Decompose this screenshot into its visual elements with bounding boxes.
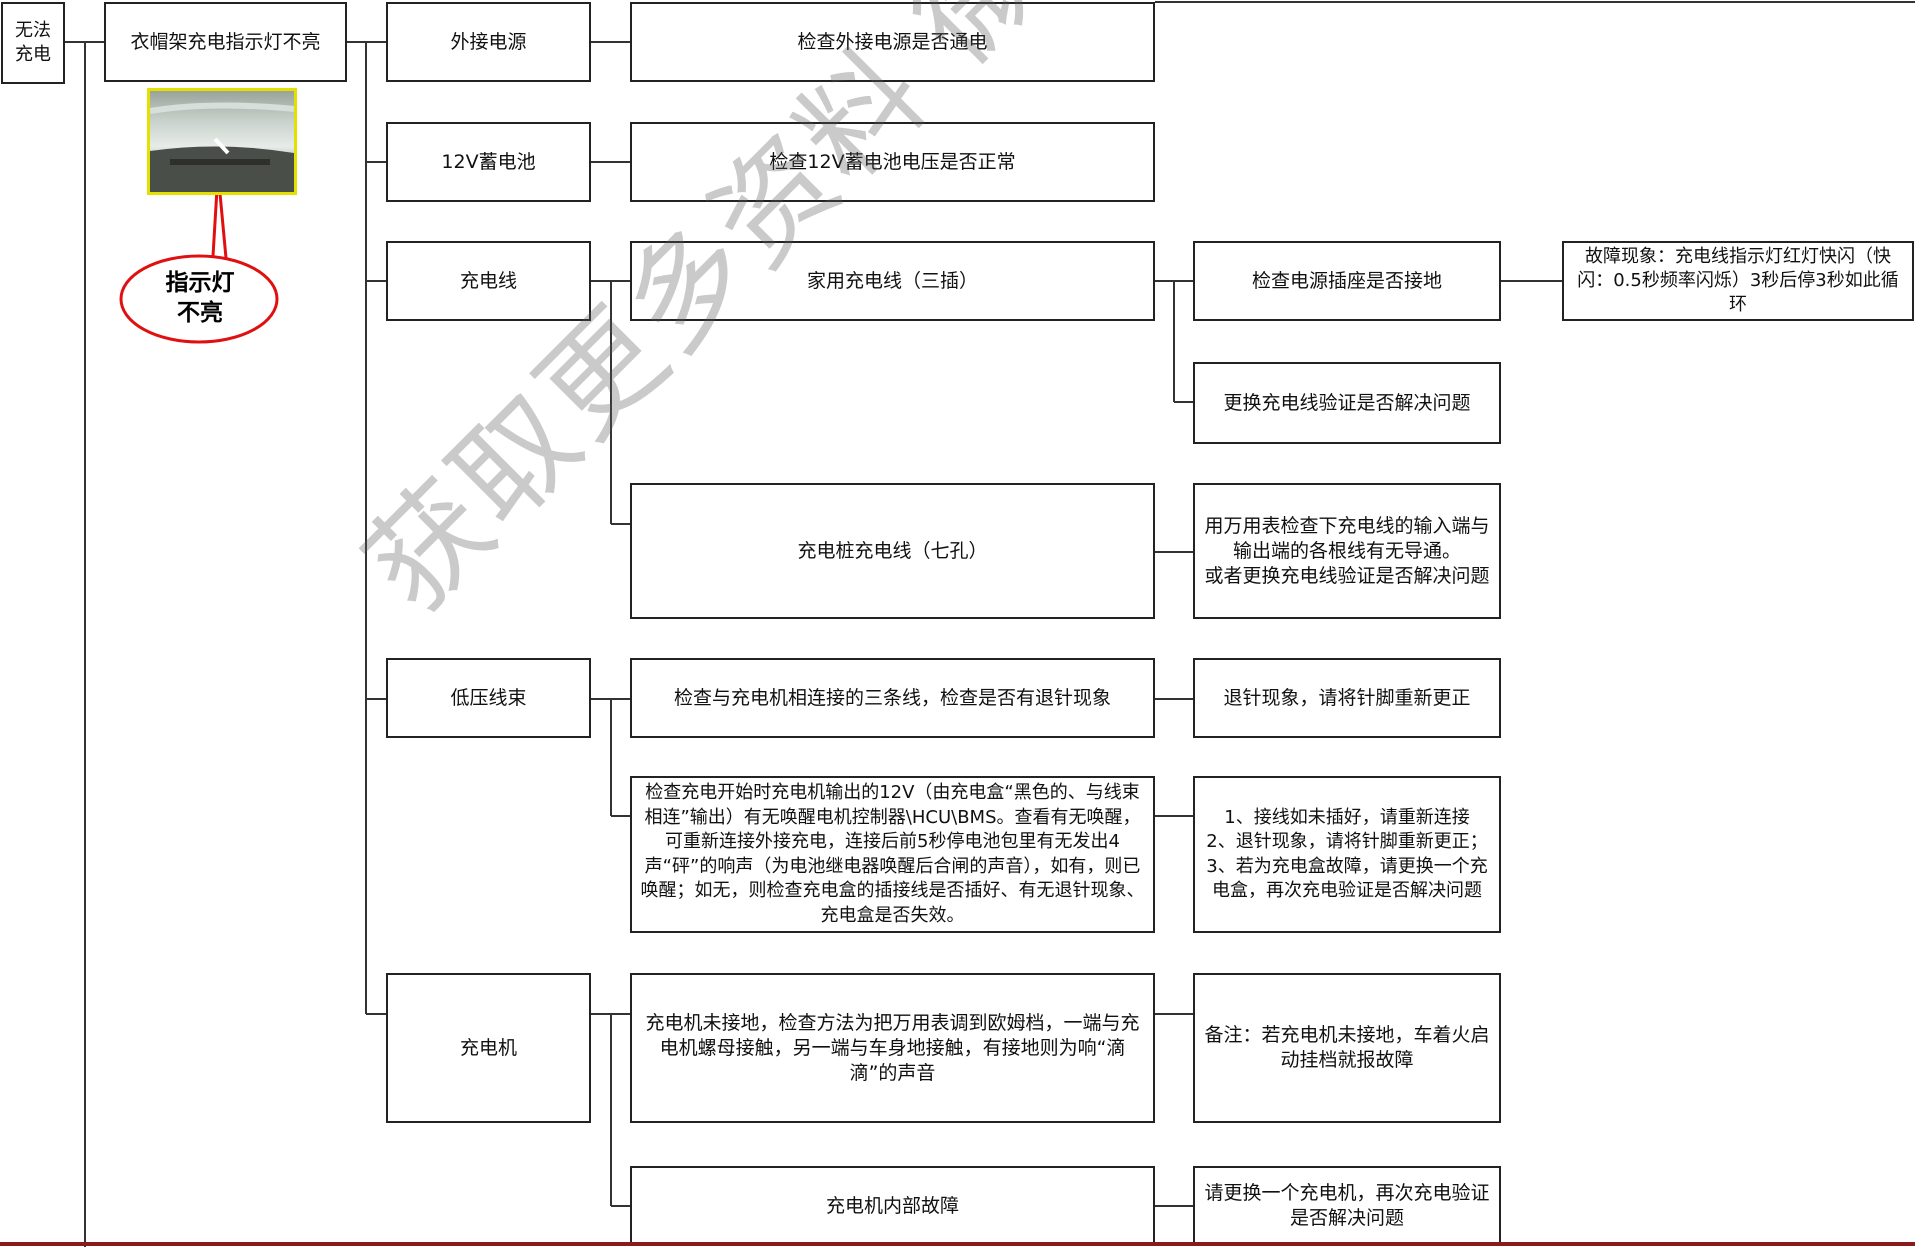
category-label: 低压线束 [450, 686, 527, 709]
check-label: 检查充电开始时充电机输出的12V（由充电盒“黑色的、与线束相连”输出）有无唤醒电… [640, 782, 1145, 926]
check-harness-wakeup: 检查充电开始时充电机输出的12V（由充电盒“黑色的、与线束相连”输出）有无唤醒电… [630, 776, 1155, 933]
check-label: 充电机内部故障 [825, 1194, 959, 1217]
photo-content [150, 102, 294, 192]
check-label: 检查12V蓄电池电压是否正常 [769, 150, 1016, 173]
check-label: 充电桩充电线（七孔） [797, 539, 988, 562]
root-node: 无法 充电 [1, 2, 65, 84]
symptom-label: 衣帽架充电指示灯不亮 [130, 30, 321, 53]
symptom-detail-box: 故障现象：充电线指示灯红灯快闪（快闪：0.5秒频率闪烁）3秒后停3秒如此循环 [1562, 241, 1914, 321]
category-label: 充电线 [459, 269, 517, 292]
category-12v-battery: 12V蓄电池 [386, 122, 591, 202]
action-replace-cable: 更换充电线验证是否解决问题 [1193, 362, 1501, 444]
category-low-voltage-harness: 低压线束 [386, 658, 591, 738]
action-label: 用万用表检查下充电线的输入端与输出端的各根线有无导通。 或者更换充电线验证是否解… [1204, 514, 1490, 587]
check-home-cable: 家用充电线（三插） [630, 241, 1155, 321]
category-label: 12V蓄电池 [441, 150, 536, 173]
check-charger-internal: 充电机内部故障 [630, 1166, 1155, 1246]
action-label: 更换充电线验证是否解决问题 [1223, 391, 1471, 414]
check-external-power: 检查外接电源是否通电 [630, 2, 1155, 82]
action-ground-note: 备注：若充电机未接地，车着火启动挂档就报故障 [1193, 973, 1501, 1123]
check-charger-ground: 充电机未接地，检查方法为把万用表调到欧姆档，一端与充电机螺母接触，另一端与车身地… [630, 973, 1155, 1123]
action-pin-fix: 退针现象，请将针脚重新更正 [1193, 658, 1501, 738]
category-label: 充电机 [459, 1036, 517, 1059]
bottom-rule [0, 1242, 1915, 1246]
check-label: 家用充电线（三插） [806, 269, 978, 292]
root-label: 无法 充电 [15, 20, 51, 65]
action-socket-ground: 检查电源插座是否接地 [1193, 241, 1501, 321]
check-label: 检查外接电源是否通电 [797, 30, 988, 53]
action-label: 检查电源插座是否接地 [1251, 269, 1442, 292]
check-12v-battery: 检查12V蓄电池电压是否正常 [630, 122, 1155, 202]
callout-ellipse [119, 254, 279, 344]
check-harness-three-wires: 检查与充电机相连接的三条线，检查是否有退针现象 [630, 658, 1155, 738]
action-label: 1、接线如未插好，请重新连接 2、退针现象，请将针脚重新更正； 3、若为充电盒故… [1206, 806, 1488, 902]
check-label: 充电机未接地，检查方法为把万用表调到欧姆档，一端与充电机螺母接触，另一端与车身地… [645, 1011, 1140, 1084]
category-charger: 充电机 [386, 973, 591, 1123]
action-label: 备注：若充电机未接地，车着火启动挂档就报故障 [1204, 1024, 1490, 1071]
action-label: 请更换一个充电机，再次充电验证是否解决问题 [1204, 1182, 1490, 1229]
check-pile-cable: 充电桩充电线（七孔） [630, 483, 1155, 619]
symptom-node: 衣帽架充电指示灯不亮 [104, 2, 347, 82]
check-label: 检查与充电机相连接的三条线，检查是否有退针现象 [673, 686, 1111, 709]
category-external-power: 外接电源 [386, 2, 591, 82]
symptom-detail-label: 故障现象：充电线指示灯红灯快闪（快闪：0.5秒频率闪烁）3秒后停3秒如此循环 [1577, 246, 1899, 315]
action-replace-charger: 请更换一个充电机，再次充电验证是否解决问题 [1193, 1166, 1501, 1246]
action-multimeter-cable: 用万用表检查下充电线的输入端与输出端的各根线有无导通。 或者更换充电线验证是否解… [1193, 483, 1501, 619]
action-wakeup-fix: 1、接线如未插好，请重新连接 2、退针现象，请将针脚重新更正； 3、若为充电盒故… [1193, 776, 1501, 933]
indicator-photo [147, 88, 297, 195]
category-charging-cable: 充电线 [386, 241, 591, 321]
action-label: 退针现象，请将针脚重新更正 [1223, 686, 1471, 709]
category-label: 外接电源 [450, 30, 527, 53]
callout-text: 指示灯 不亮 [165, 270, 235, 326]
